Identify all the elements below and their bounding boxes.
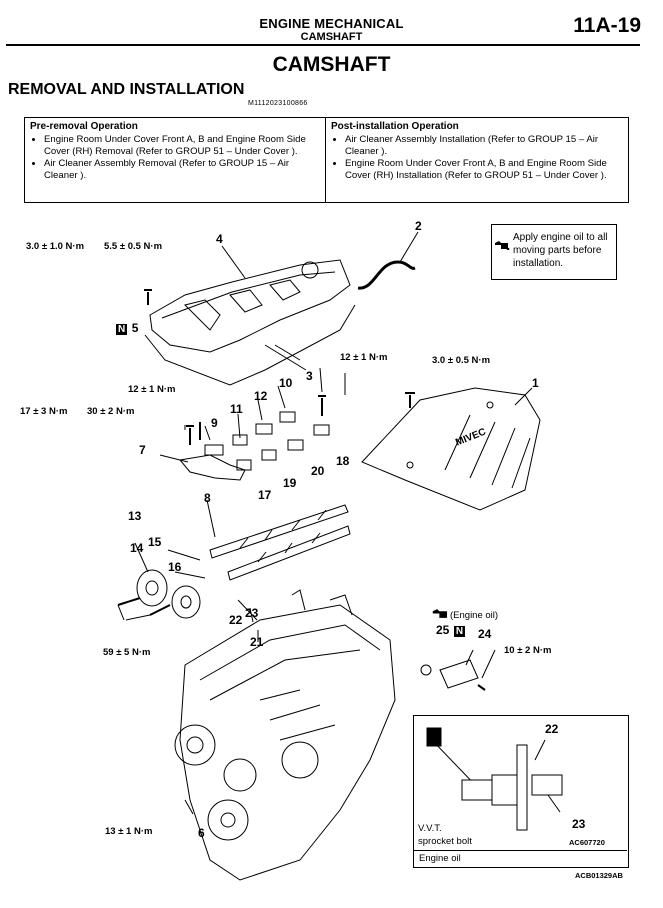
torque-label: 10 ± 2 N·m [504,645,552,656]
callout-number: 14 [130,541,144,555]
post-installation-column: Post-installation Operation Air Cleaner … [326,118,628,202]
engine-cover [361,387,541,511]
callout-number: 25 [436,623,450,637]
page-title: CAMSHAFT [272,53,391,76]
operations-table: Pre-removal Operation Engine Room Under … [24,117,629,203]
section-heading: REMOVAL AND INSTALLATION [8,81,245,98]
rocker-cover-gasket [144,304,356,386]
breather-hose [357,260,416,290]
section-subtitle: CAMSHAFT [300,31,363,43]
pre-removal-item: Air Cleaner Assembly Removal (Refer to G… [44,158,320,182]
page-number: 11A-19 [573,14,641,37]
inset-vvt-detail [426,727,563,831]
post-installation-item: Air Cleaner Assembly Installation (Refer… [345,134,623,158]
callout-number: 12 [254,389,268,403]
oil-can-icon [432,609,448,619]
post-installation-item: Engine Room Under Cover Front A, B and E… [345,158,623,182]
post-installation-heading: Post-installation Operation [331,121,459,132]
callout-number: 3 [306,369,313,383]
callout-number: 5 [131,321,139,335]
callout-number: 22 [229,613,243,627]
engine-block [174,589,396,881]
callout-number: 13 [128,509,142,523]
callout-number: 8 [204,491,211,505]
callout-number: 24 [478,627,492,641]
inset-divider [413,850,627,851]
torque-label: 12 ± 1 N·m [340,352,388,363]
engine-oil-label: (Engine oil) [450,610,499,621]
callout-number: 1 [532,376,539,390]
n-mark-icon: N [453,626,466,637]
callout-number: 15 [148,535,162,549]
engine-oil-marker: (Engine oil) [432,605,498,623]
torque-label: 12 ± 1 N·m [128,384,176,395]
callout-number: 18 [336,454,350,468]
callout-number: 16 [168,560,182,574]
callout-5-group: N 5 [116,319,138,337]
callout-number: 23 [245,606,259,620]
pre-removal-column: Pre-removal Operation Engine Room Under … [25,118,326,202]
figure-ref: ACB01329AB [575,871,623,880]
inset-callout: 22 [545,722,559,736]
header-rule [6,44,640,46]
sprockets [117,569,201,619]
callout-number: 20 [311,464,325,478]
bearing-caps [179,411,330,481]
torque-label: 13 ± 1 N·m [105,826,153,837]
inset-callout: 23 [572,817,586,831]
inset-panel [413,715,629,868]
torque-label: 3.0 ± 0.5 N·m [432,355,491,366]
torque-label: 5.5 ± 0.5 N·m [104,241,163,252]
camshafts [209,504,351,581]
callout-number: 4 [216,232,223,246]
document-id: M1112023100866 [248,100,308,107]
callout-number: 2 [415,219,422,233]
oil-can-icon [495,241,510,250]
vvt-label: V.V.T. [418,823,442,834]
torque-label: 17 ± 3 N·m [20,406,68,417]
torque-label: 3.0 ± 1.0 N·m [26,241,85,252]
callout-number: 9 [211,416,218,430]
callout-number: 21 [250,635,264,649]
callout-number: 10 [279,376,293,390]
oil-note-box: Apply engine oil to all moving parts bef… [491,224,617,280]
bolts [144,289,415,445]
n-mark-icon: N [116,324,128,335]
inset-ref: AC607720 [569,838,605,847]
torque-label: 59 ± 5 N·m [103,647,151,658]
callout-number: 7 [139,443,146,457]
oil-control-valve [420,659,486,691]
callout-number: 11 [230,402,243,416]
inset-footer: Engine oil [419,853,461,864]
rocker-cover [149,259,351,353]
section-title: ENGINE MECHANICAL [259,16,404,31]
torque-label: 30 ± 2 N·m [87,406,135,417]
pre-removal-heading: Pre-removal Operation [30,121,138,132]
callout-25-group: 25 N [436,621,466,639]
pre-removal-item: Engine Room Under Cover Front A, B and E… [44,134,320,158]
vvt-label: sprocket bolt [418,836,472,847]
callout-number: 19 [283,476,297,490]
callout-number: 17 [258,488,272,502]
callout-number: 6 [198,826,205,840]
